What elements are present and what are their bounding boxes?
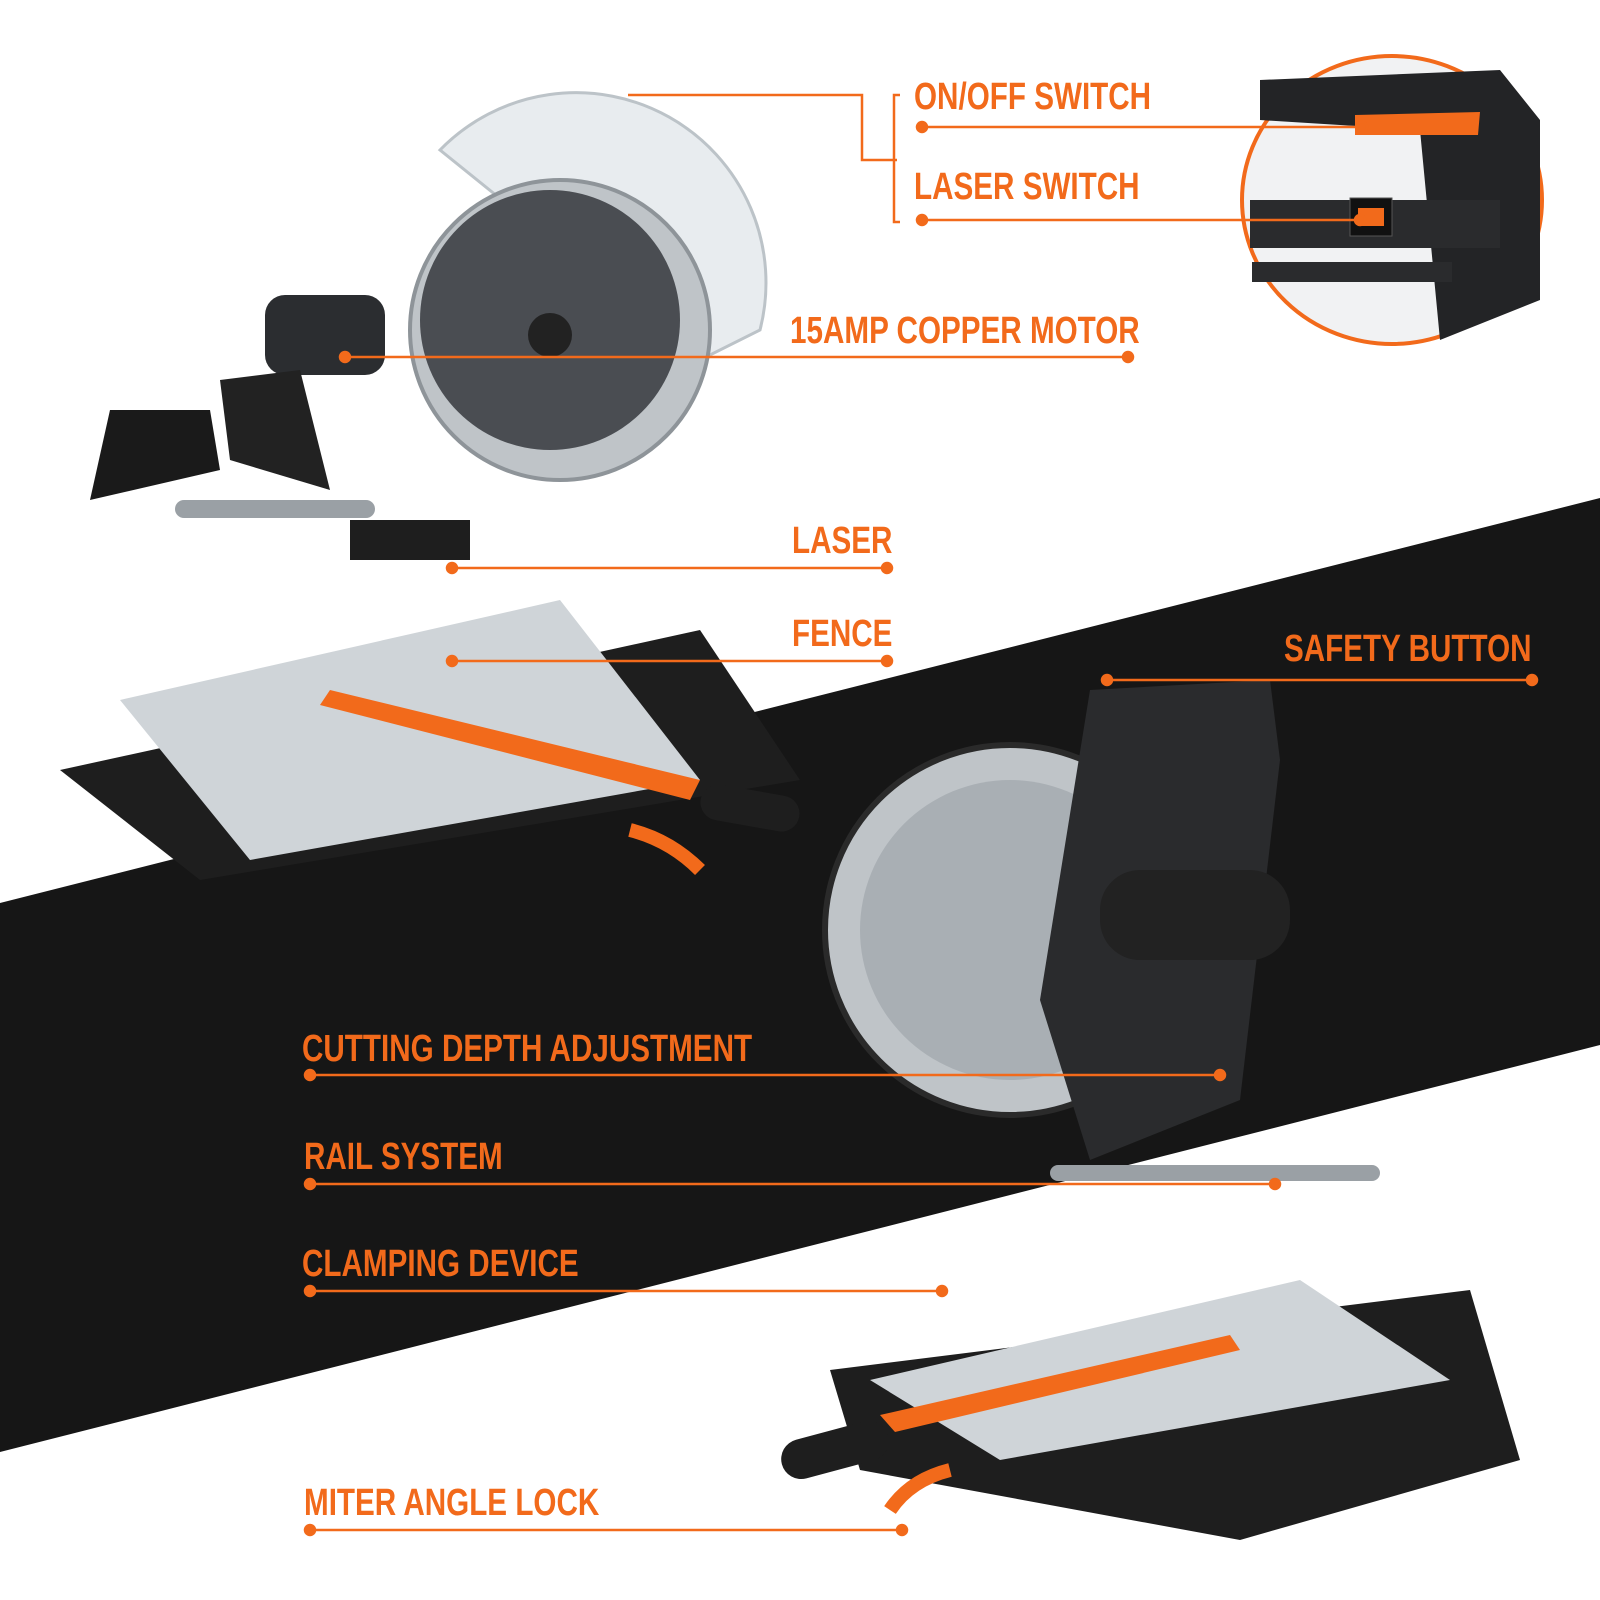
label-on-off-switch: ON/OFF SWITCH	[914, 76, 1152, 118]
label-laser-switch: LASER SWITCH	[914, 166, 1140, 208]
label-rail-system: RAIL SYSTEM	[304, 1136, 503, 1178]
label-safety-button: SAFETY BUTTON	[1284, 628, 1532, 670]
miter-saw-bottom-image	[781, 680, 1520, 1540]
label-miter-angle-lock: MITER ANGLE LOCK	[304, 1482, 600, 1524]
label-copper-motor: 15AMP COPPER MOTOR	[790, 310, 1140, 352]
label-clamping-device: CLAMPING DEVICE	[302, 1243, 579, 1285]
callout-lines	[303, 93, 1539, 1537]
label-cutting-depth-adjustment: CUTTING DEPTH ADJUSTMENT	[302, 1028, 753, 1070]
switch-closeup-inset	[1240, 54, 1544, 346]
label-laser: LASER	[792, 520, 893, 562]
miter-saw-top-image	[60, 91, 800, 880]
label-fence: FENCE	[792, 613, 893, 655]
